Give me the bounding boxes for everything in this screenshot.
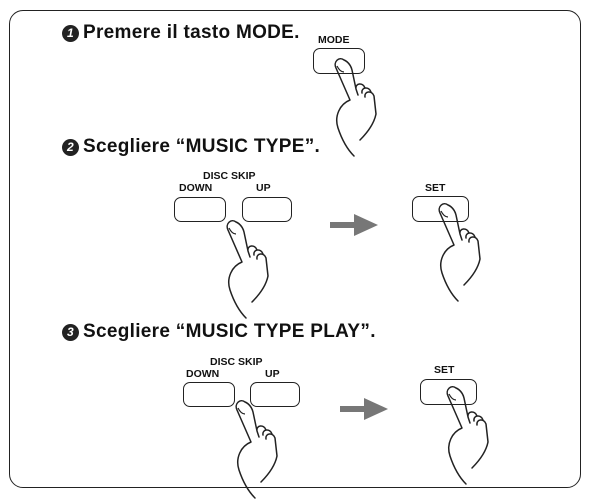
step-1-text: Premere il tasto MODE.: [83, 22, 300, 43]
right-arrow-icon: [340, 398, 388, 420]
set-button[interactable]: [412, 196, 469, 222]
pointing-hand-icon: [235, 399, 278, 499]
step-3-text: Scegliere “MUSIC TYPE PLAY”.: [83, 321, 376, 342]
step-2-number: 2: [62, 138, 79, 156]
down-button[interactable]: [174, 197, 226, 222]
set-button-label: SET: [434, 364, 455, 376]
up-button[interactable]: [250, 382, 300, 407]
pointing-hand-icon: [334, 57, 377, 157]
step-2-text: Scegliere “MUSIC TYPE”.: [83, 136, 321, 157]
step-1-title: 1 Premere il tasto MODE.: [62, 22, 300, 44]
right-arrow-icon: [330, 214, 378, 236]
disc-skip-label: DISC SKIP: [203, 170, 256, 182]
step-1-number: 1: [62, 24, 79, 42]
mode-button-label: MODE: [318, 34, 350, 46]
diagram-frame: [9, 10, 581, 488]
disc-skip-label: DISC SKIP: [210, 356, 263, 368]
down-button-label: DOWN: [179, 182, 213, 194]
step-2-title: 2 Scegliere “MUSIC TYPE”.: [62, 136, 320, 158]
step-3-title: 3 Scegliere “MUSIC TYPE PLAY”.: [62, 321, 376, 343]
pointing-hand-icon: [226, 219, 269, 319]
up-button-label: UP: [265, 368, 280, 380]
step-3-number: 3: [62, 323, 79, 341]
set-button[interactable]: [420, 379, 477, 405]
down-button-label: DOWN: [186, 368, 220, 380]
up-button-label: UP: [256, 182, 271, 194]
pointing-hand-icon: [438, 202, 481, 302]
set-button-label: SET: [425, 182, 446, 194]
pointing-hand-icon: [446, 385, 489, 485]
down-button[interactable]: [183, 382, 235, 407]
up-button[interactable]: [242, 197, 292, 222]
